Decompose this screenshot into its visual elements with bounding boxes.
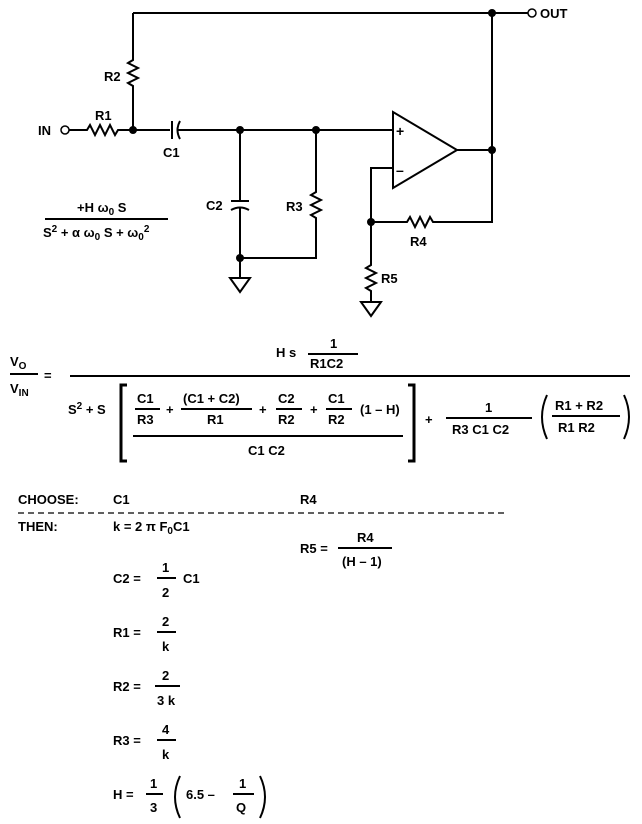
r1-resistor [69,122,133,138]
svg-text:2: 2 [162,614,169,629]
junction-ground [236,254,244,262]
wire-output [457,13,493,151]
svg-text:1: 1 [239,776,246,791]
svg-text:C1: C1 [113,492,130,507]
c1-label: C1 [163,145,180,160]
h-paren-right [259,775,266,819]
svg-text:k: k [162,747,170,762]
svg-text:R4: R4 [357,530,374,545]
svg-text:1: 1 [485,400,492,415]
svg-text:R2: R2 [278,412,295,427]
opamp-minus: – [396,162,404,178]
svg-text:R1C2: R1C2 [310,356,343,371]
svg-text:3 k: 3 k [157,693,176,708]
svg-text:R1 R2: R1 R2 [558,420,595,435]
svg-text:R5 =: R5 = [300,541,328,556]
opamp-plus: + [396,123,404,139]
svg-text:+: + [425,412,433,427]
svg-text:+: + [259,402,267,417]
svg-text:C1 C2: C1 C2 [248,443,285,458]
h-paren-left [174,775,181,819]
svg-text:VIN: VIN [10,381,29,399]
svg-text:2: 2 [162,585,169,600]
r3-resistor [240,130,324,259]
right-bracket [408,383,416,463]
out-terminal [527,8,537,18]
r1-label: R1 [95,108,112,123]
ground-symbol-1 [228,277,252,294]
equals-sign: = [44,368,52,383]
svg-text:1: 1 [150,776,157,791]
circuit-transfer-function: +H ω0 S S2 + α ω0 S + ω02 [43,200,168,243]
in-label: IN [38,123,51,138]
svg-text:C1: C1 [328,391,345,406]
svg-text:R2 =: R2 = [113,679,141,694]
svg-text:(1 – H): (1 – H) [360,402,400,417]
main-equation: VO VIN = H s 1 R1C2 S2 + S C1 R3 + (C1 +… [10,336,630,463]
svg-text:R1 + R2: R1 + R2 [555,398,603,413]
circuit-schematic: OUT R2 IN R1 C1 C2 R3 + – [38,6,568,318]
svg-text:Q: Q [236,800,246,815]
design-procedure: CHOOSE: C1 R4 THEN: k = 2 π F0C1 R5 = R4… [18,492,505,819]
svg-text:VO: VO [10,354,27,372]
then-label: THEN: [18,519,58,534]
svg-text:C2: C2 [278,391,295,406]
svg-text:R3 C1 C2: R3 C1 C2 [452,422,509,437]
r2-resistor [125,13,141,130]
c2-label: C2 [206,198,223,213]
svg-text:R1: R1 [207,412,224,427]
ground-symbol-2 [359,301,383,318]
svg-text:C1: C1 [137,391,154,406]
opamp-triangle [392,110,459,190]
svg-text:R4: R4 [300,492,317,507]
svg-text:R3 =: R3 = [113,733,141,748]
svg-text:S2 + α ω0 S + ω02: S2 + α ω0 S + ω02 [43,224,150,243]
r2-label: R2 [104,69,121,84]
svg-text:R1 =: R1 = [113,625,141,640]
svg-text:3: 3 [150,800,157,815]
svg-text:6.5 –: 6.5 – [186,787,215,802]
svg-text:C1: C1 [183,571,200,586]
out-label: OUT [540,6,568,21]
svg-text:S2 + S: S2 + S [68,401,106,417]
svg-text:R2: R2 [328,412,345,427]
wire-inverting [370,167,393,222]
r4-label: R4 [410,234,427,249]
r5-resistor [363,222,379,302]
paren-right [623,394,630,440]
svg-text:R3: R3 [137,412,154,427]
r3-label: R3 [286,199,303,214]
svg-text:C2 =: C2 = [113,571,141,586]
svg-text:(H – 1): (H – 1) [342,554,382,569]
svg-text:k = 2 π F0C1: k = 2 π F0C1 [113,519,190,537]
svg-text:+: + [166,402,174,417]
left-bracket [119,383,127,463]
svg-text:+H ω0 S: +H ω0 S [77,200,127,218]
r4-resistor [371,150,493,230]
in-terminal [60,125,70,135]
svg-text:k: k [162,639,170,654]
num-hs: H s [276,345,296,360]
paren-left [541,394,548,440]
choose-label: CHOOSE: [18,492,79,507]
r5-label: R5 [381,271,398,286]
svg-text:+: + [310,402,318,417]
svg-text:4: 4 [162,722,170,737]
svg-text:1: 1 [330,336,337,351]
svg-text:1: 1 [162,560,169,575]
svg-text:2: 2 [162,668,169,683]
svg-text:H =: H = [113,787,134,802]
svg-text:(C1 + C2): (C1 + C2) [183,391,240,406]
